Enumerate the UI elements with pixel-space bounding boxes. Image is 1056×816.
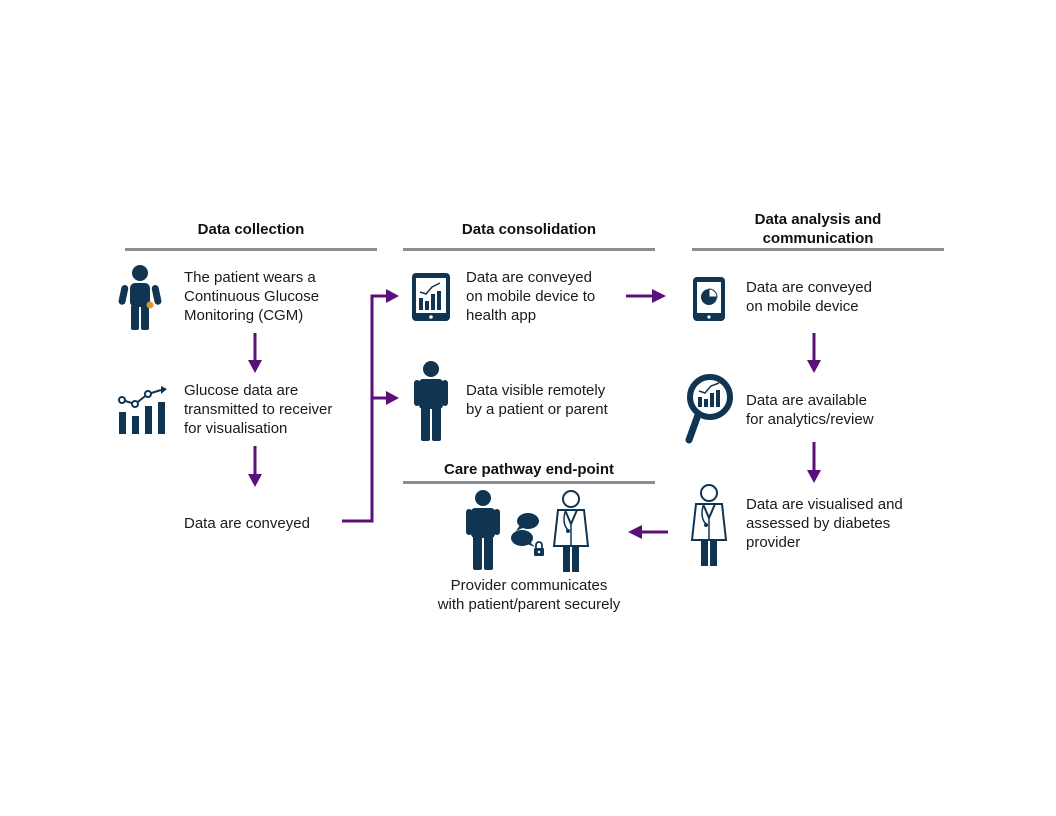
arrowhead-right-3 [652, 289, 666, 303]
arrowhead-down-3 [807, 360, 821, 373]
arrowhead-right-2 [386, 391, 399, 405]
analysis-step-3-text: Data are visualised and assessed by diab… [746, 496, 903, 551]
collection-step-2-text: Glucose data are transmitted to receiver… [184, 382, 333, 437]
consolidation-rule [403, 248, 655, 251]
analysis-rule [692, 248, 944, 251]
consolidation-heading: Data consolidation [461, 221, 597, 238]
collection-step-3-text: Data are conveyed [184, 515, 310, 532]
arrow-collection-to-consolidation [342, 294, 388, 523]
tablet-pie-icon [693, 277, 725, 321]
arrowhead-left-1 [628, 525, 642, 539]
magnifier-chart-icon [685, 374, 733, 444]
person-icon [414, 361, 448, 441]
arrowhead-down-2 [248, 474, 262, 487]
endpoint-heading: Care pathway end-point [443, 461, 615, 478]
collection-rule [125, 248, 377, 251]
arrowhead-down-4 [807, 470, 821, 483]
analysis-step-1-text: Data are conveyed on mobile device [746, 279, 872, 315]
analysis-step-2-text: Data are available for analytics/review [746, 392, 874, 428]
consolidation-step-2-text: Data visible remotely by a patient or pa… [466, 382, 608, 418]
endpoint-rule [403, 481, 655, 484]
lock-icon [534, 541, 544, 556]
endpoint-text: Provider communicates with patient/paren… [437, 577, 621, 613]
arrowhead-down-1 [248, 360, 262, 373]
collection-heading: Data collection [197, 221, 305, 238]
consolidation-step-1-text: Data are conveyed on mobile device to he… [466, 269, 596, 324]
chat-bubbles-icon [511, 513, 539, 547]
endpoint-doctor-icon [552, 490, 590, 572]
doctor-icon [690, 484, 728, 566]
glucose-trend-chart-icon [118, 386, 167, 434]
arrowhead-right-1 [386, 289, 399, 303]
analysis-heading: Data analysis and communication [754, 211, 882, 247]
patient-with-cgm-icon [118, 265, 162, 330]
tablet-chart-icon [412, 273, 450, 321]
endpoint-patient-icon [466, 490, 500, 570]
collection-step-1-text: The patient wears a Continuous Glucose M… [184, 269, 320, 324]
